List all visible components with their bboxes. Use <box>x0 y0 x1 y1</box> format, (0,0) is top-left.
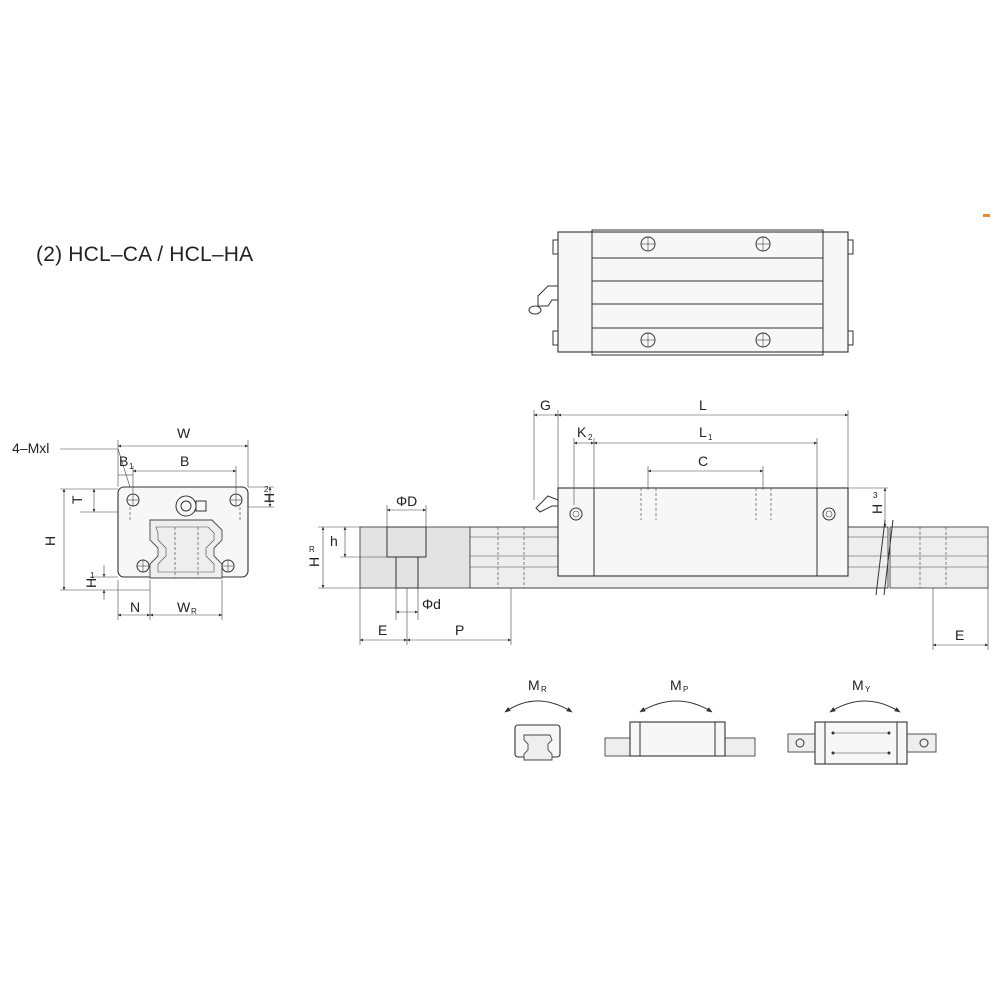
front-view: 4–Mxl W B B 1 T H H 1 H 2 N W R <box>12 425 277 620</box>
mounting-hole-icon <box>640 236 656 252</box>
dim-T-label: T <box>69 495 85 504</box>
top-view <box>528 229 854 356</box>
moment-MP-sub: P <box>683 685 688 694</box>
dim-WR-label: W <box>177 599 191 615</box>
dim-H2-sub: 2 <box>264 485 269 494</box>
dim-L1-label: L <box>699 424 707 440</box>
dim-HR-label: H <box>306 557 322 567</box>
dim-B-label: B <box>180 453 189 469</box>
dim-L1-sub: 1 <box>708 433 713 442</box>
grease-nipple-icon <box>528 285 558 315</box>
dim-C-label: C <box>698 453 708 469</box>
dim-H1-label: H <box>83 578 99 588</box>
moment-MY-sub: Y <box>865 685 871 694</box>
moment-MP-label: M <box>670 677 682 693</box>
bolt-hole-icon <box>136 559 150 573</box>
dim-WR-sub: R <box>191 607 197 616</box>
dim-L-label: L <box>699 397 707 413</box>
end-seal-screw-icon <box>822 507 836 521</box>
dim-B1-sub: 1 <box>129 462 134 471</box>
moment-MP-diagram: M P <box>604 677 756 757</box>
dim-E-right-label: E <box>955 627 964 643</box>
dim-phid-label: Φd <box>422 596 441 612</box>
grease-nipple-icon <box>175 495 207 517</box>
dim-H3-sub: 3 <box>873 491 878 500</box>
dim-h-label: h <box>330 533 338 549</box>
dim-HR-sub: R <box>309 545 315 554</box>
moment-MR-diagram: M R <box>504 677 573 761</box>
mounting-hole-icon <box>640 332 656 348</box>
end-seal-screw-icon <box>569 507 583 521</box>
dim-P-label: P <box>455 622 464 638</box>
dim-phiD-label: ΦD <box>396 493 417 509</box>
side-view: G L K 2 L 1 C H 3 H R h ΦD Φd E P E <box>306 397 989 650</box>
mounting-hole-icon <box>755 332 771 348</box>
moment-MY-label: M <box>852 677 864 693</box>
thread-label: 4–Mxl <box>12 440 49 456</box>
accent-mark <box>983 214 990 217</box>
dim-K2-sub: 2 <box>588 433 593 442</box>
dim-B1-label: B <box>119 453 128 469</box>
dim-N-label: N <box>130 599 140 615</box>
dim-G-label: G <box>540 397 551 413</box>
dim-W-label: W <box>177 425 191 441</box>
bolt-hole-icon <box>221 559 235 573</box>
drawing-title: (2) HCL–CA / HCL–HA <box>36 243 254 266</box>
grease-nipple-icon <box>535 495 559 513</box>
moment-MR-label: M <box>528 677 540 693</box>
moment-MR-sub: R <box>541 685 547 694</box>
dim-H1-sub: 1 <box>90 571 95 580</box>
dim-K2-label: K <box>577 424 587 440</box>
dim-H-label: H <box>42 536 58 546</box>
bolt-hole-icon <box>229 493 243 507</box>
dim-H2-label: H <box>261 493 277 503</box>
dim-H3-label: H <box>869 504 885 514</box>
moment-MY-diagram: M Y <box>787 677 937 765</box>
mounting-hole-icon <box>755 236 771 252</box>
dim-E-left-label: E <box>378 622 387 638</box>
bolt-hole-icon <box>126 493 140 507</box>
